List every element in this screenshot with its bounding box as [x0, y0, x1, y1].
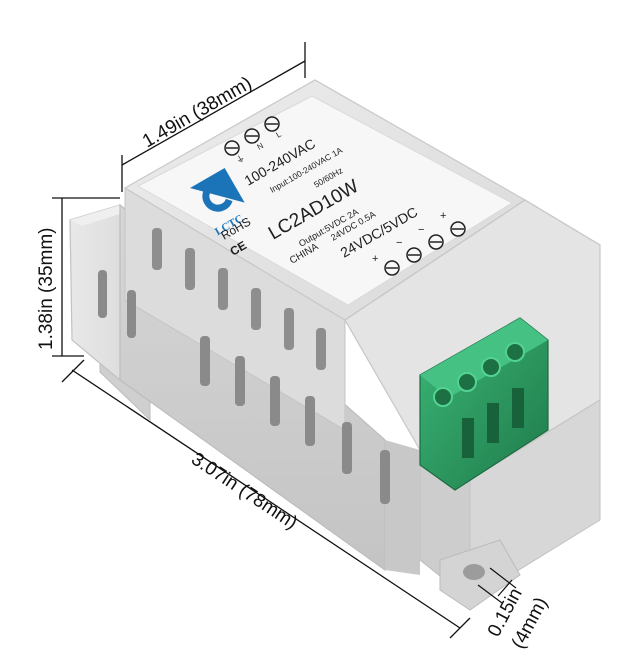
- terminal-mark: +: [372, 253, 378, 265]
- terminal-mark: L: [275, 129, 284, 139]
- terminal-mark: +: [440, 210, 446, 222]
- terminal-mark: ⏚: [234, 153, 247, 166]
- terminal-screw-icon: [428, 234, 444, 250]
- product-label: LCTC ⏚ N L 100-240VAC Input:100-240VAC 1…: [136, 95, 513, 306]
- terminal-mark: −: [418, 224, 424, 236]
- height-dimension-label: 1.38in (35mm): [36, 228, 57, 351]
- terminal-mark: N: [256, 141, 266, 152]
- terminal-screw-icon: [384, 260, 400, 276]
- terminal-screw-icon: [406, 247, 422, 263]
- vent-slots-lower: [98, 270, 390, 504]
- terminal-screw-icon: [224, 140, 240, 156]
- dimension-height: 1.38in (35mm): [36, 197, 120, 357]
- mounting-hole: [463, 564, 485, 580]
- output-terminal-block: [419, 317, 549, 491]
- terminal-mark: −: [396, 237, 402, 249]
- vent-slots-upper: [152, 228, 326, 370]
- terminal-screw-icon: [505, 342, 525, 362]
- terminal-screw-icon: [450, 221, 466, 237]
- output-terminals: + − − +: [372, 210, 466, 276]
- terminal-screw-icon: [264, 116, 280, 132]
- terminal-screw-icon: [244, 128, 260, 144]
- terminal-screw-icon: [481, 357, 501, 377]
- terminal-screw-icon: [433, 387, 453, 407]
- terminal-screw-icon: [457, 372, 477, 392]
- input-terminals: ⏚ N L: [224, 116, 284, 166]
